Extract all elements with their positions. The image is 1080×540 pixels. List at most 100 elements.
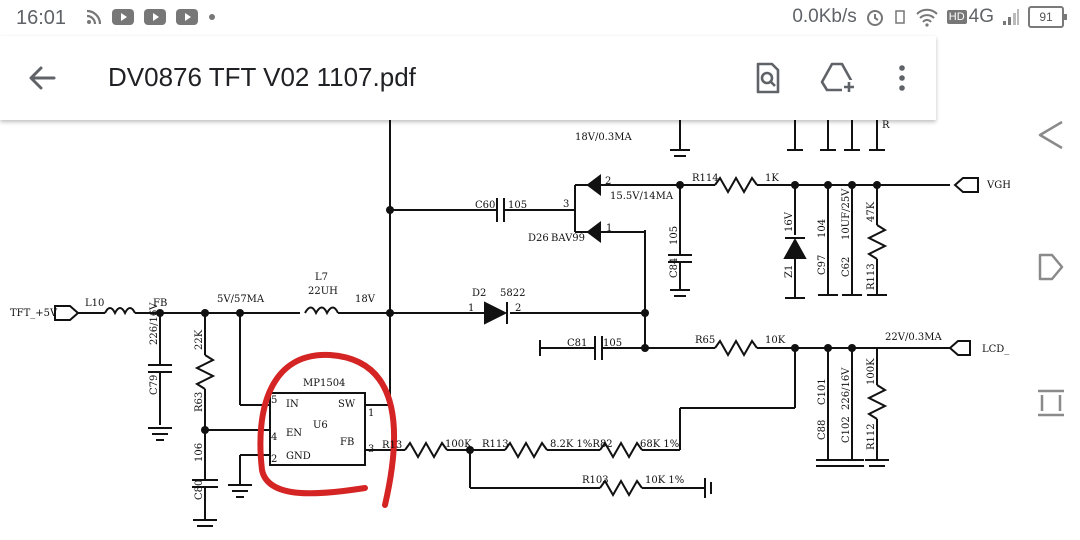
- app-toolbar: DV0876 TFT V02 1107.pdf: [0, 36, 936, 120]
- schematic-label-c79-val: 226/16V: [149, 302, 160, 345]
- schematic-label-pin-en: EN: [286, 428, 302, 439]
- system-nav-bar: [1010, 100, 1080, 440]
- schematic-label-c102-val: 226/16V: [841, 367, 852, 410]
- schematic-label-r114: R114: [692, 173, 719, 184]
- signal-icon: [1003, 9, 1019, 25]
- schematic-label-v5-57ma: 5V/57MA: [217, 294, 265, 305]
- schematic-label-mp1504: MP1504: [303, 378, 345, 389]
- schematic-label-r13: R13: [382, 440, 402, 451]
- schematic-label-c81-val: 105: [603, 338, 622, 349]
- wifi-icon: [916, 8, 938, 27]
- schematic-label-c97: C97: [817, 255, 828, 275]
- document-title: DV0876 TFT V02 1107.pdf: [108, 62, 416, 92]
- schematic-label-p4: 4: [271, 432, 277, 443]
- schematic-label-r-top: R: [882, 120, 890, 131]
- schematic-label-v155: 15.5V/14MA: [610, 191, 674, 202]
- schematic-label-c84: C84: [669, 258, 680, 278]
- schematic-label-v22: 22V/0.3MA: [885, 332, 942, 343]
- schematic-label-r10k-1: 10K 1%: [645, 475, 684, 486]
- schematic-label-r100k-b: 100K: [866, 358, 877, 385]
- schematic-label-c81: C81: [567, 338, 587, 349]
- highlight-circle: [257, 351, 398, 508]
- youtube-icon: [144, 9, 166, 25]
- schematic-label-z16v: 16V: [784, 211, 795, 232]
- schematic-label-c88: C88: [817, 420, 828, 440]
- schematic-label-r10k: 10K: [765, 335, 786, 346]
- nav-home-icon[interactable]: [1034, 250, 1068, 284]
- schematic-label-fb: FB: [153, 298, 167, 309]
- search-document-icon[interactable]: [748, 58, 788, 98]
- nav-back-icon[interactable]: [1034, 118, 1068, 152]
- schematic-label-r82k: 8.2K 1%R82: [550, 439, 613, 450]
- status-time: 16:01: [16, 7, 67, 29]
- schematic-label-r113b: R113: [866, 263, 877, 290]
- schematic-label-p2b: 2: [605, 176, 611, 187]
- schematic-label-d2-p2: 2: [515, 303, 521, 314]
- vibrate-icon: [895, 10, 905, 24]
- rss-icon: [86, 9, 102, 25]
- schematic-label-r68k: 68K 1%: [640, 439, 679, 450]
- schematic-label-r63: R63: [194, 392, 205, 412]
- drive-add-icon[interactable]: [818, 58, 858, 98]
- schematic-label-c60-val: 105: [508, 200, 527, 211]
- schematic-label-pin-gnd: GND: [286, 451, 311, 462]
- schematic-label-tft-5v: TFT_+5V: [10, 308, 58, 319]
- schematic-label-c104: 104: [817, 219, 828, 238]
- schematic-label-u6: U6: [313, 420, 328, 431]
- schematic-label-r103: R103: [582, 475, 609, 486]
- schematic-label-c105: 105: [669, 226, 680, 245]
- schematic-label-c79: C79: [149, 375, 160, 395]
- back-arrow-icon[interactable]: [24, 60, 60, 96]
- schematic-label-v18-03: 18V/0.3MA: [575, 132, 632, 143]
- schematic-label-r100k-a: 100K: [445, 439, 472, 450]
- schematic-label-v18: 18V: [355, 294, 376, 305]
- schematic-label-c101: C101: [817, 378, 828, 405]
- schematic-label-r65: R65: [695, 335, 715, 346]
- schematic-label-c102: C102: [841, 416, 852, 443]
- youtube-icon: [176, 9, 198, 25]
- schematic-label-l7: L7: [315, 272, 328, 283]
- schematic-label-vgh: VGH: [986, 180, 1010, 191]
- schematic-label-c60: C60: [475, 200, 495, 211]
- youtube-icon: [112, 9, 134, 25]
- schematic-label-p1b: 1: [606, 223, 612, 234]
- dot-icon: [209, 14, 215, 20]
- status-right: 0.0Kb/s HD 4G 91: [792, 6, 1067, 28]
- status-notification-icons: [86, 9, 216, 25]
- schematic-label-r1k: 1K: [765, 173, 779, 184]
- schematic-label-p5: 5: [271, 395, 277, 406]
- network-type: 4G: [968, 6, 994, 27]
- schematic-label-p3: 3: [368, 444, 374, 455]
- schematic-label-c80: C80: [194, 480, 205, 500]
- net-speed: 0.0Kb/s: [792, 6, 857, 27]
- schematic-label-d2: D2: [472, 288, 486, 299]
- schematic-label-l7-val: 22UH: [308, 286, 338, 297]
- schematic-diagram: TFT_+5V L10 FB 5V/57MA L7 22UH 18V MP150…: [10, 120, 1010, 527]
- battery-icon: 91: [1028, 6, 1067, 28]
- schematic-label-p3b: 3: [563, 199, 569, 210]
- schematic-label-lcd: LCD_: [982, 344, 1009, 355]
- schematic-label-c106: 106: [194, 443, 205, 462]
- schematic-label-bav99: BAV99: [551, 233, 585, 244]
- hd-icon: HD: [946, 10, 967, 24]
- schematic-label-r47k: 47K: [866, 201, 877, 222]
- schematic-label-pin-fb: FB: [340, 437, 354, 448]
- schematic-label-z1: Z1: [784, 265, 795, 278]
- schematic-label-c62: C62: [841, 257, 852, 277]
- schematic-label-l10: L10: [85, 298, 104, 309]
- schematic-label-d2-val: 5822: [500, 288, 525, 299]
- alarm-icon: [866, 10, 883, 26]
- schematic-label-d26: D26: [528, 233, 549, 244]
- schematic-label-pin-in: IN: [286, 399, 299, 410]
- schematic-label-c62-val: 10UF/25V: [841, 188, 852, 240]
- status-bar: 16:01 0.0Kb/s HD: [0, 0, 1080, 36]
- more-vert-icon[interactable]: [882, 58, 922, 98]
- nav-recents-icon[interactable]: [1034, 385, 1068, 419]
- schematic-label-r112: R112: [866, 423, 877, 450]
- schematic-label-p1: 1: [368, 408, 374, 419]
- schematic-label-p2: 2: [271, 454, 277, 465]
- schematic-label-pin-sw: SW: [338, 399, 356, 410]
- schematic-label-r22k: 22K: [194, 329, 205, 350]
- schematic-label-d2-p1: 1: [468, 303, 474, 314]
- schematic-label-r113: R113: [482, 439, 509, 450]
